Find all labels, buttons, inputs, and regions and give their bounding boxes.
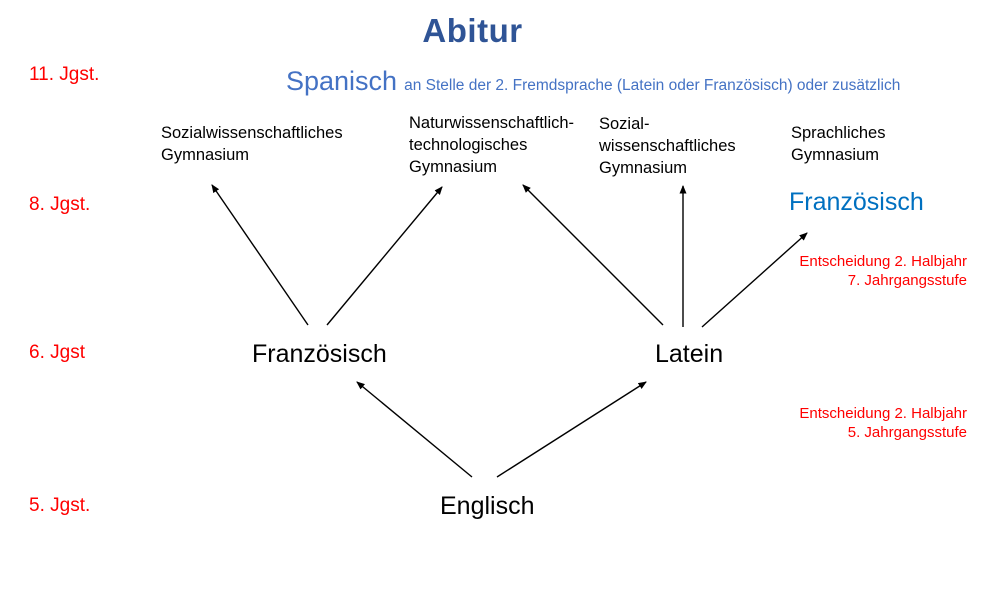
school-label-sprachliches: Sprachliches Gymnasium	[791, 124, 886, 164]
spanish-note-detail: an Stelle der 2. Fremdsprache (Latein od…	[404, 77, 901, 94]
grade-label-11: 11. Jgst.	[29, 64, 100, 85]
school-label-sozial-wissenschaftliches: Sozial- wissenschaftliches Gymnasium	[599, 115, 736, 177]
arrow-latein-to-naturwissenschaftlich	[522, 184, 664, 326]
language-franzoesisch: Französisch	[252, 340, 387, 368]
arrow-latein-to-franzoesisch-option	[701, 232, 808, 328]
spanish-note: Spanisch an Stelle der 2. Fremdsprache (…	[286, 66, 900, 97]
grade-label-6: 6. Jgst	[29, 342, 85, 363]
school-label-sozialwissenschaftliches: Sozialwissenschaftliches Gymnasium	[161, 124, 343, 164]
grade-label-5: 5. Jgst.	[29, 495, 91, 516]
arrow-franzoesisch-to-sozialwissenschaftliches	[211, 184, 309, 326]
language-latein: Latein	[655, 340, 724, 368]
arrow-englisch-to-franzoesisch	[356, 381, 473, 478]
spanish-note-main: Spanisch	[286, 66, 398, 96]
decision-note-5th-grade: Entscheidung 2. Halbjahr 5. Jahrgangsstu…	[799, 405, 967, 441]
arrow-franzoesisch-to-naturwissenschaftlich	[326, 186, 443, 326]
school-label-naturwissenschaftlich-technologisches: Naturwissenschaftlich- technologisches G…	[409, 114, 575, 176]
decision-note-7th-grade: Entscheidung 2. Halbjahr 7. Jahrgangsstu…	[799, 253, 967, 289]
language-franzoesisch-option: Französisch	[789, 188, 924, 216]
language-englisch: Englisch	[440, 492, 535, 520]
grade-label-8: 8. Jgst.	[29, 194, 91, 215]
arrow-englisch-to-latein	[496, 381, 647, 478]
diagram-title: Abitur	[422, 12, 523, 49]
